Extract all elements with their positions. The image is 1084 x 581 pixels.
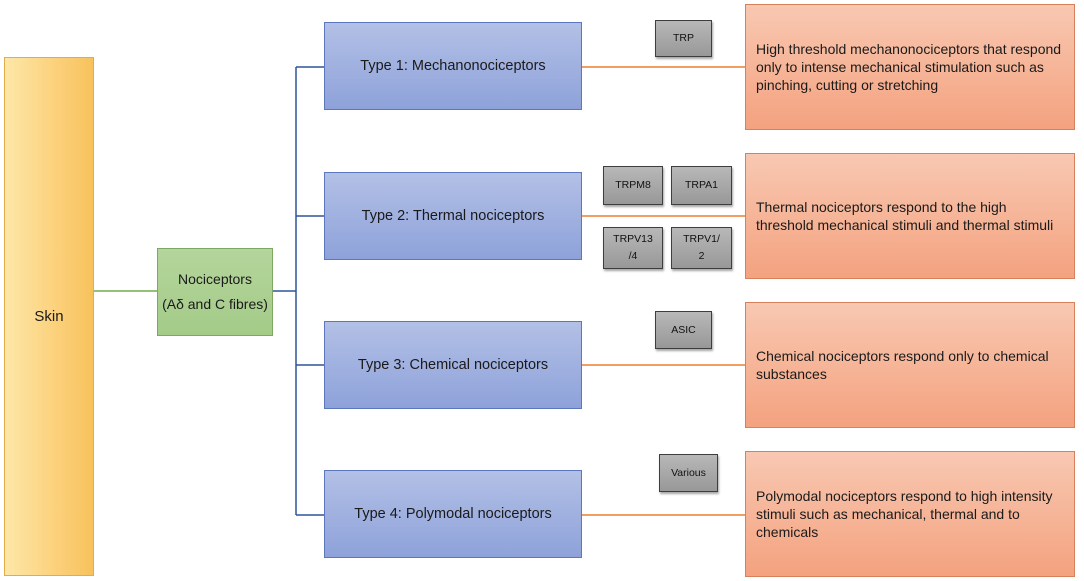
channel-trpm8-box: TRPM8 <box>603 166 663 205</box>
type2-description-text: Thermal nociceptors respond to the high … <box>756 199 1054 233</box>
type3-description-text: Chemical nociceptors respond only to che… <box>756 348 1049 382</box>
skin-box: Skin <box>4 57 94 576</box>
channel-trpv12-box: TRPV1/ 2 <box>671 227 732 269</box>
type1-description-box: High threshold mechanonociceptors that r… <box>745 4 1075 130</box>
nociceptors-title: Nociceptors <box>178 271 252 287</box>
channel-trp-label: TRP <box>673 32 694 44</box>
skin-label: Skin <box>34 308 64 325</box>
channel-asic-box: ASIC <box>655 311 712 349</box>
type2-description-box: Thermal nociceptors respond to the high … <box>745 153 1075 279</box>
type1-mechanonociceptors-box: Type 1: Mechanonociceptors <box>324 22 582 110</box>
type4-description-box: Polymodal nociceptors respond to high in… <box>745 451 1075 577</box>
channel-various-label: Various <box>671 466 706 479</box>
type3-chemical-nociceptors-box: Type 3: Chemical nociceptors <box>324 321 582 409</box>
channel-trpv134-label: TRPV13 /4 <box>613 233 653 262</box>
type4-description-text: Polymodal nociceptors respond to high in… <box>756 488 1053 540</box>
nociceptors-fibre-types: (Aδ and C fibres) <box>162 296 268 312</box>
channel-trpa1-label: TRPA1 <box>684 179 719 191</box>
channel-trpa1-box: TRPA1 <box>671 166 732 205</box>
channel-trpv12-label: TRPV1/ 2 <box>683 233 720 262</box>
type4-polymodal-nociceptors-box: Type 4: Polymodal nociceptors <box>324 470 582 558</box>
type2-label: Type 2: Thermal nociceptors <box>361 208 545 224</box>
type1-description-text: High threshold mechanonociceptors that r… <box>756 41 1062 93</box>
type1-label: Type 1: Mechanonociceptors <box>360 58 546 74</box>
type3-label: Type 3: Chemical nociceptors <box>357 357 549 373</box>
channel-asic-label: ASIC <box>671 323 696 336</box>
channel-trpv134-box: TRPV13 /4 <box>603 227 663 269</box>
type4-label: Type 4: Polymodal nociceptors <box>354 506 552 522</box>
channel-various-box: Various <box>659 454 718 492</box>
type3-description-box: Chemical nociceptors respond only to che… <box>745 302 1075 428</box>
nociceptors-box: Nociceptors (Aδ and C fibres) <box>157 248 273 336</box>
channel-trpm8-label: TRPM8 <box>615 179 651 191</box>
channel-trp-box: TRP <box>655 20 712 57</box>
type2-thermal-nociceptors-box: Type 2: Thermal nociceptors <box>324 172 582 260</box>
